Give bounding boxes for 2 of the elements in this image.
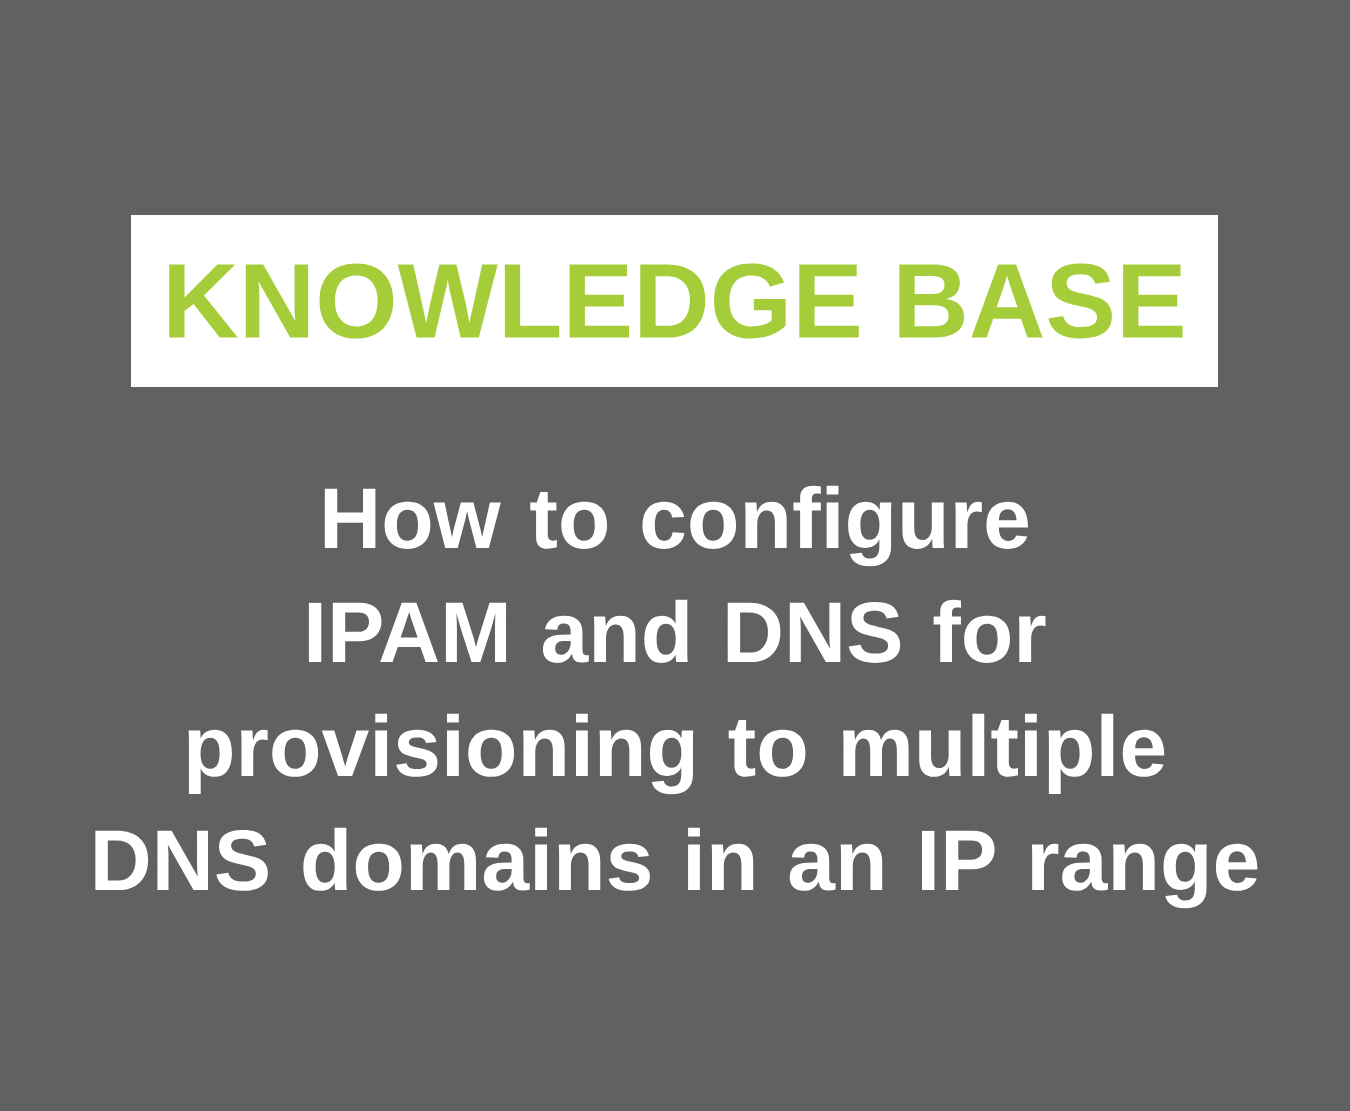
heading: How to configure IPAM and DNS for provisioning to multiple DNS domains in an IP range	[95, 485, 1258, 909]
banner-box: KNOWLEDGE BASE	[131, 215, 1218, 387]
